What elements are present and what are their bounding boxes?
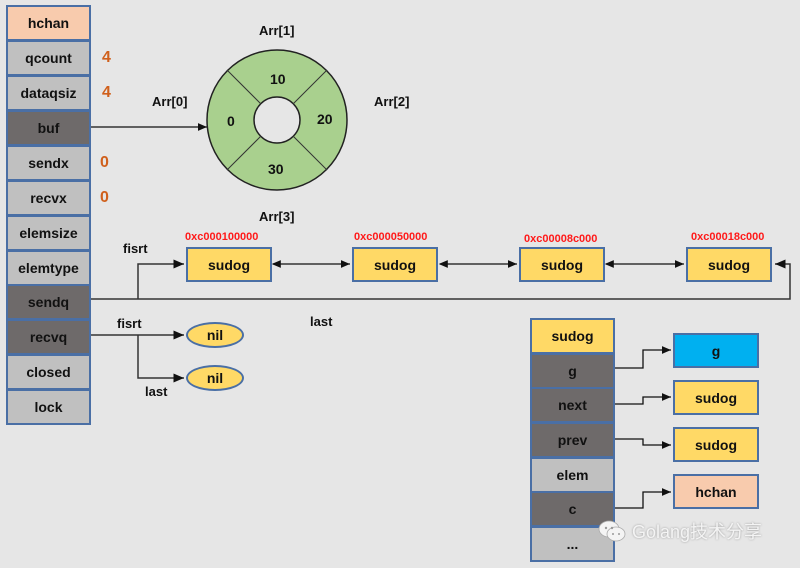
ring-value-3: 30 — [268, 161, 284, 177]
sendx-value: 0 — [100, 154, 109, 171]
sudog-node-2: sudog — [519, 247, 605, 282]
recvq-first-nil: nil — [186, 322, 244, 348]
sudog-addr-0: 0xc000100000 — [185, 231, 259, 243]
sudog-addr-2: 0xc00008c000 — [524, 233, 598, 245]
wechat-icon — [598, 520, 626, 542]
sendq-last-label: last — [310, 314, 333, 329]
sudog-addr-1: 0xc000050000 — [354, 231, 428, 243]
field-dataqsiz: dataqsiz — [6, 75, 91, 111]
c-target: hchan — [673, 474, 759, 509]
field-elemsize: elemsize — [6, 215, 91, 251]
field-qcount: qcount — [6, 40, 91, 76]
watermark: Golang技术分享 — [598, 518, 762, 544]
g-target: g — [673, 333, 759, 368]
sudog-addr-3: 0xc00018c000 — [691, 231, 765, 243]
dataqsiz-value: 4 — [102, 84, 111, 101]
sudog-header: sudog — [530, 318, 615, 354]
field-buf: buf — [6, 110, 91, 146]
qcount-value: 4 — [102, 49, 111, 66]
sendq-first-arrow — [137, 259, 184, 299]
next-target: sudog — [673, 380, 759, 415]
field-recvx: recvx — [6, 180, 91, 216]
sudog-field-next: next — [530, 387, 615, 423]
ring-buffer — [206, 49, 348, 191]
field-recvq: recvq — [6, 319, 91, 355]
prev-target: sudog — [673, 427, 759, 462]
sudog-node-1: sudog — [352, 247, 438, 282]
field-lock: lock — [6, 389, 91, 425]
field-sendx: sendx — [6, 145, 91, 181]
ring-label-2: Arr[2] — [374, 94, 410, 109]
field-elemtype: elemtype — [6, 250, 91, 286]
recvq-last-label: last — [145, 384, 168, 399]
recvq-first-label: fisrt — [117, 316, 142, 331]
ring-value-0: 0 — [227, 113, 235, 129]
ring-label-0: Arr[0] — [152, 94, 188, 109]
ring-label-1: Arr[1] — [259, 23, 295, 38]
sendq-first-label: fisrt — [123, 241, 148, 256]
sudog-field-g: g — [530, 353, 615, 389]
sudog-field-prev: prev — [530, 422, 615, 458]
watermark-text: Golang技术分享 — [632, 522, 763, 542]
recvq-last-nil: nil — [186, 365, 244, 391]
recvq-last-arrow — [137, 335, 184, 383]
ring-value-2: 20 — [317, 111, 333, 127]
hchan-header: hchan — [6, 5, 91, 41]
ring-value-1: 10 — [270, 71, 286, 87]
field-sendq: sendq — [6, 284, 91, 320]
field-closed: closed — [6, 354, 91, 390]
recvx-value: 0 — [100, 189, 109, 206]
sudog-node-0: sudog — [186, 247, 272, 282]
sudog-field-elem: elem — [530, 457, 615, 493]
sudog-node-3: sudog — [686, 247, 772, 282]
sendq-line — [90, 259, 791, 300]
ring-label-3: Arr[3] — [259, 209, 295, 224]
